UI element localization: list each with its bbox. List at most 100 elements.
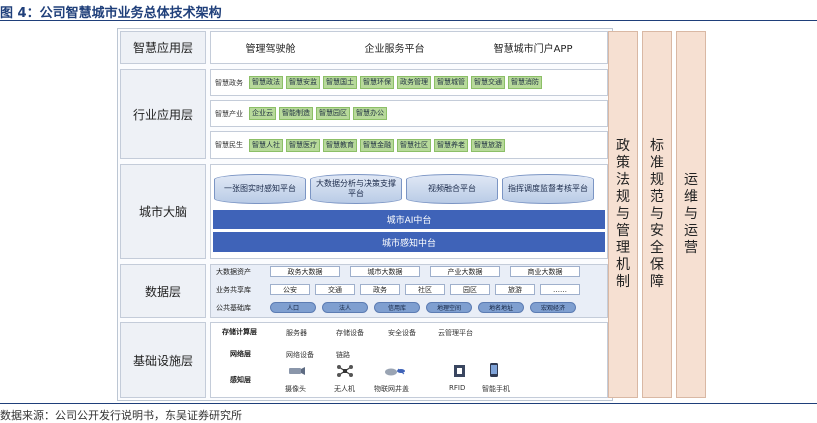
data-chip: 公安 bbox=[270, 284, 310, 295]
data-pill: 信用库 bbox=[374, 302, 420, 313]
operations-column: 运 维 与 运 营 bbox=[676, 31, 706, 398]
column-char: 安 bbox=[650, 223, 664, 239]
platform-cylinder: 视频融合平台 bbox=[406, 174, 498, 204]
policy-column: 政 策 法 规 与 管 理 机 制 bbox=[608, 31, 638, 398]
data-chip: …… bbox=[540, 284, 580, 295]
industry-row-livelihood: 智慧民生 智慧人社 智慧医疗 智慧教育 智慧金融 智慧社区 智慧养老 智慧旅游 bbox=[210, 131, 608, 159]
app-layer-box: 管理驾驶舱 企业服务平台 智慧城市门户APP bbox=[210, 31, 608, 64]
data-pill: 宏观经济 bbox=[530, 302, 576, 313]
infra-item: 链路 bbox=[336, 351, 350, 359]
column-char: 规 bbox=[650, 172, 664, 188]
data-chip: 商业大数据 bbox=[510, 266, 580, 277]
industry-chip: 智慧教育 bbox=[323, 138, 357, 152]
infra-item: 服务器 bbox=[286, 329, 307, 337]
column-char: 机 bbox=[616, 257, 630, 273]
infra-item: 智能手机 bbox=[482, 385, 510, 393]
data-pill: 人口 bbox=[270, 302, 316, 313]
infra-item: 云管理平台 bbox=[438, 329, 473, 337]
column-char: 政 bbox=[616, 138, 630, 154]
industry-chip: 智慧环保 bbox=[360, 76, 394, 89]
data-chip: 政务大数据 bbox=[270, 266, 340, 277]
layer-label-data: 数据层 bbox=[120, 264, 206, 318]
industry-chip: 智慧国土 bbox=[323, 76, 357, 89]
data-row-head: 业务共享库 bbox=[216, 286, 251, 294]
industry-chip: 智能制造 bbox=[279, 107, 313, 120]
platform-cylinder: 大数据分析与决策支撑平台 bbox=[310, 174, 402, 204]
industry-chip: 企业云 bbox=[249, 107, 276, 120]
app-item-portal: 智慧城市门户APP bbox=[493, 44, 573, 55]
data-row-head: 大数据资产 bbox=[216, 268, 251, 276]
industry-row-head: 智慧民生 bbox=[215, 141, 243, 149]
column-char: 运 bbox=[684, 172, 698, 188]
industry-chip: 智慧办公 bbox=[353, 107, 387, 120]
title-rule bbox=[0, 20, 817, 21]
industry-row-industry: 智慧产业 企业云 智能制造 智慧园区 智慧办公 bbox=[210, 100, 608, 127]
data-chip: 产业大数据 bbox=[430, 266, 500, 277]
rfid-icon bbox=[452, 363, 466, 378]
column-char: 管 bbox=[616, 223, 630, 239]
data-chip: 政务 bbox=[360, 284, 400, 295]
column-char: 规 bbox=[616, 189, 630, 205]
industry-chip: 智慧金融 bbox=[360, 138, 394, 152]
industry-chip: 智慧园区 bbox=[316, 107, 350, 120]
industry-chip: 智慧交通 bbox=[471, 76, 505, 89]
infra-item: 网络设备 bbox=[286, 351, 314, 359]
column-char: 障 bbox=[650, 274, 664, 290]
infra-compute-head: 存储计算层 bbox=[222, 328, 257, 336]
column-char: 运 bbox=[684, 223, 698, 239]
figure-title: 图 4：公司智慧城市业务总体技术架构 bbox=[0, 6, 222, 21]
infra-item: 无人机 bbox=[334, 385, 355, 393]
smartphone-icon bbox=[488, 362, 500, 378]
app-item-cockpit: 管理驾驶舱 bbox=[245, 44, 296, 55]
industry-chip: 智慧城管 bbox=[434, 76, 468, 89]
column-char: 理 bbox=[616, 240, 630, 256]
platform-cylinder: 一张图实时感知平台 bbox=[214, 174, 306, 204]
industry-row-head: 智慧政务 bbox=[215, 78, 243, 87]
column-char: 维 bbox=[684, 189, 698, 205]
column-char: 与 bbox=[684, 206, 698, 222]
data-chip: 城市大数据 bbox=[350, 266, 420, 277]
layer-label-brain: 城市大脑 bbox=[120, 164, 206, 259]
industry-chip: 智慧养老 bbox=[434, 138, 468, 152]
data-chip: 交通 bbox=[315, 284, 355, 295]
infra-item: 物联网井盖 bbox=[374, 385, 409, 393]
industry-chip: 智慧消防 bbox=[508, 76, 542, 89]
industry-chip: 智慧安监 bbox=[286, 76, 320, 89]
column-char: 全 bbox=[650, 240, 664, 256]
industry-chip: 政务管理 bbox=[397, 76, 431, 89]
column-char: 准 bbox=[650, 155, 664, 171]
standards-column: 标 准 规 范 与 安 全 保 障 bbox=[642, 31, 672, 398]
data-pill: 地名地址 bbox=[478, 302, 524, 313]
platform-cylinder: 指挥调度监督考核平台 bbox=[502, 174, 594, 204]
source-note: 数据来源：公司公开发行说明书，东吴证券研究所 bbox=[0, 409, 242, 422]
industry-chip: 智慧医疗 bbox=[286, 138, 320, 152]
layer-label-infra: 基础设施层 bbox=[120, 322, 206, 398]
infra-sensing-head: 感知层 bbox=[230, 376, 251, 384]
drone-icon bbox=[336, 363, 354, 378]
column-char: 标 bbox=[650, 138, 664, 154]
ai-platform-bar: 城市AI中台 bbox=[213, 210, 605, 229]
sensing-platform-bar: 城市感知中台 bbox=[213, 232, 605, 252]
data-chip: 社区 bbox=[405, 284, 445, 295]
industry-chip: 智慧政法 bbox=[249, 76, 283, 89]
data-chip: 旅游 bbox=[495, 284, 535, 295]
infra-item: 存储设备 bbox=[336, 329, 364, 337]
column-char: 营 bbox=[684, 240, 698, 256]
infra-item: 摄像头 bbox=[285, 385, 306, 393]
manhole-icon bbox=[384, 364, 406, 378]
infra-item: 安全设备 bbox=[388, 329, 416, 337]
industry-chip: 智慧人社 bbox=[249, 138, 283, 152]
data-pill: 法人 bbox=[322, 302, 368, 313]
infra-network-head: 网络层 bbox=[230, 350, 251, 358]
column-char: 策 bbox=[616, 155, 630, 171]
industry-chip: 智慧社区 bbox=[397, 138, 431, 152]
data-chip: 园区 bbox=[450, 284, 490, 295]
infra-item: RFID bbox=[449, 384, 466, 392]
column-char: 保 bbox=[650, 257, 664, 273]
column-char: 制 bbox=[616, 274, 630, 290]
data-row-head: 公共基础库 bbox=[216, 304, 251, 312]
industry-chip: 智慧旅游 bbox=[471, 138, 505, 152]
column-char: 与 bbox=[650, 206, 664, 222]
column-char: 范 bbox=[650, 189, 664, 205]
source-rule bbox=[0, 403, 817, 404]
